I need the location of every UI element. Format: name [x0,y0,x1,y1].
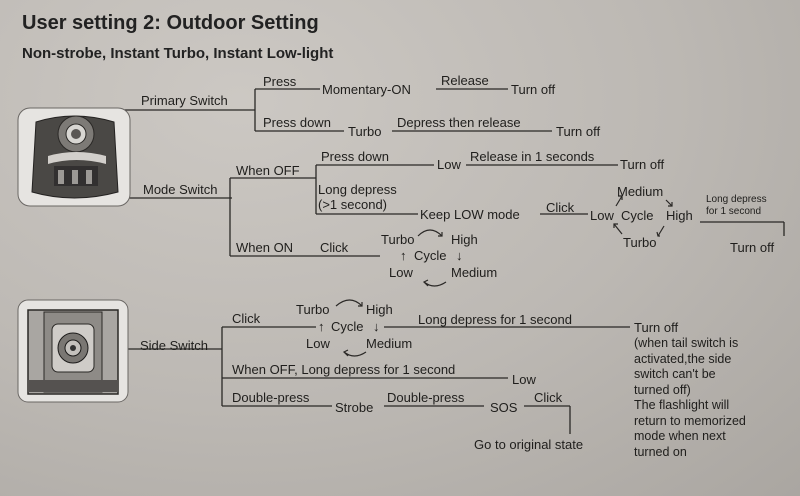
side-cycle: Cycle [331,319,364,334]
primary-depress-release: Depress then release [397,115,521,130]
side-click-sos: Click [534,390,563,405]
primary-turn-off-2: Turn off [556,124,601,139]
mode-on-medium: Medium [451,265,498,280]
primary-release: Release [441,73,489,88]
primary-press-down: Press down [263,115,331,130]
page-subtitle: Non-strobe, Instant Turbo, Instant Low-l… [22,45,334,62]
side-switch-label: Side Switch [140,338,208,353]
side-long-depress: Long depress for 1 second [418,312,572,327]
side-original-state: Go to original state [474,437,584,452]
side-sos: SOS [490,400,518,415]
side-switch-illustration [17,299,129,403]
side-click: Click [232,311,261,326]
mode-on-up-arrow: ↑ [400,248,407,263]
mode-turn-off: Turn off [620,157,665,172]
mode-cycle-high: High [666,208,693,223]
mode-switch-label: Mode Switch [143,182,218,197]
mode-long-depress: Long depress [318,182,397,197]
mode-when-off: When OFF [236,163,300,178]
mode-cycle-word: Cycle [621,208,654,223]
mode-cycle-medium: Medium [617,184,664,199]
mode-long-depress-1s-l2: for 1 second [706,206,762,217]
side-up-arrow: ↑ [318,319,325,334]
mode-click-on: Click [320,240,349,255]
mode-gt-1s: (>1 second) [318,197,388,212]
mode-keep-low: Keep LOW mode [420,207,520,222]
mode-on-high: High [451,232,478,247]
mode-on-low: Low [389,265,413,280]
mode-long-depress-1s-l1: Long depress [706,194,767,205]
primary-turbo: Turbo [348,124,382,139]
page-title: User setting 2: Outdoor Setting [22,12,319,34]
primary-momentary: Momentary-ON [322,82,411,97]
side-double-press-2: Double-press [387,390,465,405]
mode-on-turbo: Turbo [381,232,415,247]
side-double-press: Double-press [232,390,310,405]
side-high: High [366,302,393,317]
side-turbo: Turbo [296,302,330,317]
side-when-off-long: When OFF, Long depress for 1 second [232,362,456,377]
mode-low: Low [437,157,461,172]
mode-on-down-arrow: ↓ [456,248,463,263]
side-medium: Medium [366,336,413,351]
mode-when-on: When ON [236,240,294,255]
mode-cycle-low: Low [590,208,614,223]
mode-turn-off-2: Turn off [730,240,775,255]
primary-turn-off-1: Turn off [511,82,556,97]
side-turn-off: Turn off [634,320,679,335]
mode-release-1s: Release in 1 seconds [470,149,595,164]
mode-click: Click [546,200,575,215]
mode-on-cycle: Cycle [414,248,447,263]
side-strobe: Strobe [335,400,374,415]
side-turn-off-note: (when tail switch is activated,the side … [634,336,746,459]
side-down-arrow: ↓ [373,319,380,334]
mode-press-down: Press down [321,149,389,164]
mode-cycle-turbo: Turbo [623,235,657,250]
side-low-out: Low [512,372,536,387]
primary-switch-label: Primary Switch [141,93,228,108]
side-low: Low [306,336,330,351]
tail-switch-illustration [17,107,131,207]
primary-press: Press [263,74,297,89]
